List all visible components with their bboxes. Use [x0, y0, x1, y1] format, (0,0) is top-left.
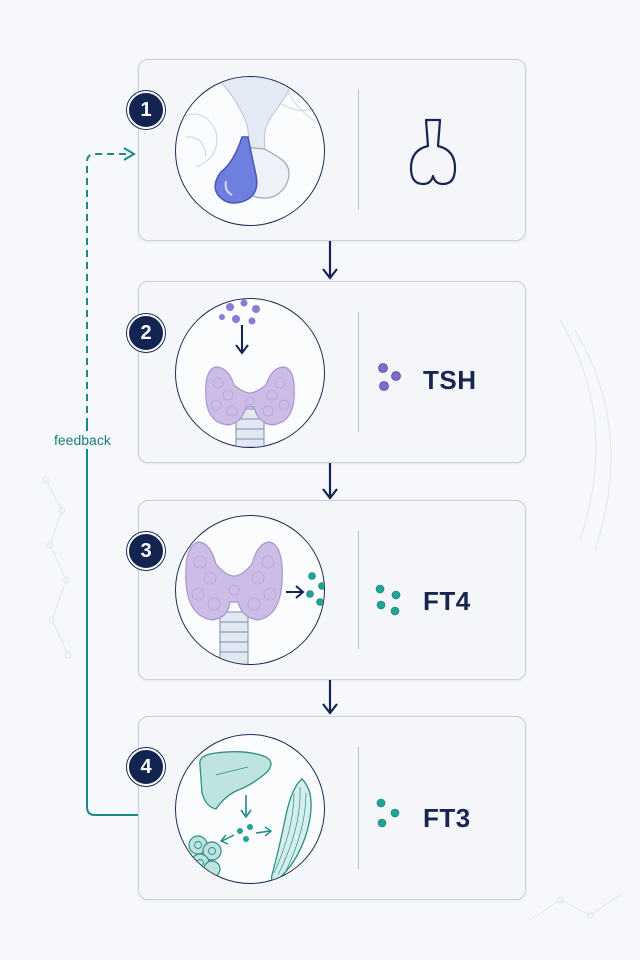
step-card-ft4: FT4 [138, 500, 526, 680]
step-card-pituitary [138, 59, 526, 241]
ft4-molecules-icon [373, 583, 407, 617]
flow-arrow-down [322, 241, 338, 280]
thyroid-stimulation-illustration [175, 298, 325, 448]
thyroid-secretion-illustration [175, 515, 325, 665]
pituitary-gland-icon [403, 118, 463, 188]
hormone-label-tsh: TSH [423, 365, 477, 395]
flow-arrow-down [322, 680, 338, 715]
feedback-label: feedback [52, 431, 113, 449]
step-card-tsh: TSH [138, 281, 526, 463]
tsh-molecules-icon [375, 362, 405, 394]
step-number-2: 2 [127, 314, 165, 352]
card-divider [358, 90, 359, 210]
step-number-3: 3 [127, 532, 165, 570]
card-divider [358, 747, 359, 869]
pituitary-illustration [175, 76, 325, 226]
hormone-label-ft3: FT3 [423, 803, 471, 833]
flow-arrow-down [322, 463, 338, 500]
step-number-4: 4 [127, 748, 165, 786]
hormone-label-ft4: FT4 [423, 586, 471, 616]
card-divider [358, 531, 359, 649]
card-divider [358, 312, 359, 432]
peripheral-tissues-illustration [175, 734, 325, 884]
ft3-molecules-icon [373, 797, 403, 831]
step-number-1: 1 [127, 91, 165, 129]
step-card-ft3: FT3 [138, 716, 526, 900]
